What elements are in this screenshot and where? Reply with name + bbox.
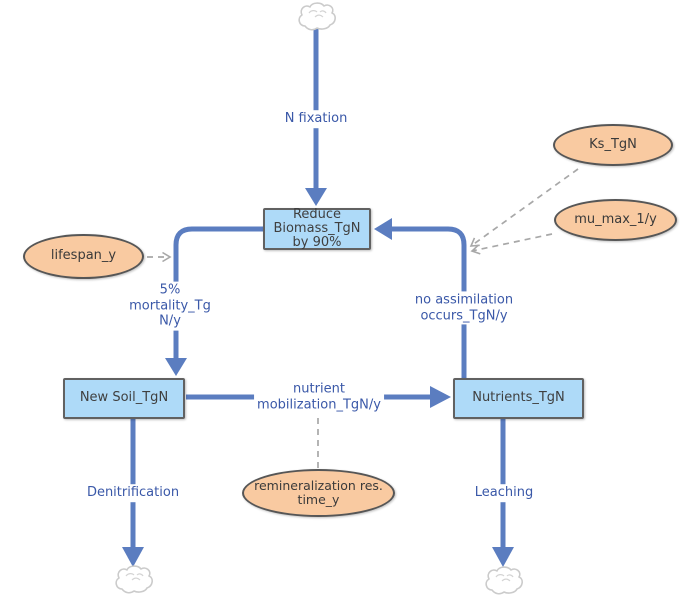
stock-reduce-biomass[interactable]: Reduce Biomass_TgN by 90% (263, 207, 371, 250)
flow-label-denitrification[interactable]: Denitrification (83, 484, 183, 502)
variable-remineralization[interactable]: remineralization res. time_y (242, 469, 395, 517)
cloud-sink-leaching[interactable] (485, 566, 524, 595)
cloud-source-top[interactable] (298, 2, 337, 31)
flow-label-mobilization[interactable]: nutrient mobilization_TgN/y (254, 380, 384, 414)
flow-no-assimilation-line[interactable] (374, 218, 467, 378)
flow-label-leaching[interactable]: Leaching (471, 484, 537, 502)
flow-label-mortality[interactable]: 5% mortality_Tg N/y (126, 281, 214, 331)
variable-mu-max[interactable]: mu_max_1/y (554, 199, 677, 241)
stock-nutrients[interactable]: Nutrients_TgN (453, 378, 584, 419)
stock-new-soil[interactable]: New Soil_TgN (63, 378, 185, 419)
flow-leaching-line[interactable] (492, 419, 514, 567)
variable-lifespan[interactable]: lifespan_y (23, 234, 144, 279)
flow-label-n-fixation[interactable]: N fixation (281, 110, 351, 128)
flow-label-no-assimilation[interactable]: no assimilation occurs_TgN/y (411, 291, 517, 325)
flow-mortality-line[interactable] (165, 226, 263, 376)
flow-n-fixation-line[interactable] (305, 29, 327, 206)
connector-ks-to-no-assimilation[interactable] (469, 168, 579, 247)
cloud-sink-denitrification[interactable] (115, 565, 154, 594)
variable-ks[interactable]: Ks_TgN (553, 124, 673, 166)
connector-mu-max-to-no-assimilation[interactable] (470, 233, 553, 255)
flow-denitrification-line[interactable] (122, 419, 144, 567)
